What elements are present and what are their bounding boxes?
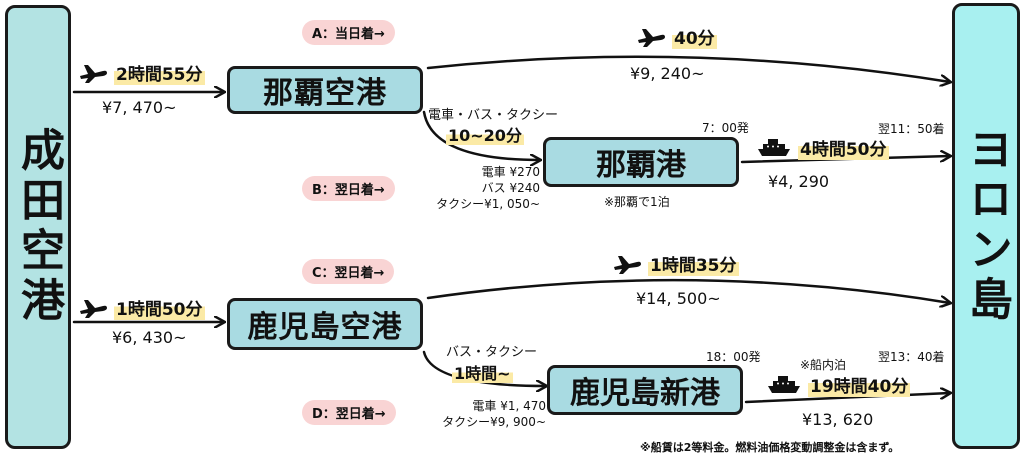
route-c-price: ¥14, 500~ — [636, 289, 721, 308]
naha-port-box: 那覇港 — [543, 137, 739, 187]
kagoshima-inbound-time: 1時間50分 — [114, 295, 205, 320]
route-b-label: B：翌日着→ — [302, 176, 395, 201]
naha-ferry-time: 4時間50分 — [798, 135, 889, 160]
naha-ferry-price: ¥4, 290 — [768, 172, 830, 191]
arrow-route-c — [426, 278, 950, 303]
naha-inbound-time: 2時間55分 — [114, 60, 205, 85]
naha-fares: 電車 ¥270 バス ¥240 タクシー¥1, 050~ — [420, 164, 540, 212]
kagoshima-fare-train: 電車 ¥1, 470 — [472, 399, 546, 413]
naha-depart-time: 7：00発 — [702, 121, 749, 135]
ferry-icon — [768, 375, 800, 393]
naha-inbound-duration: 2時間55分 — [78, 60, 205, 85]
kagoshima-ferry-time: 19時間40分 — [808, 372, 911, 397]
naha-fare-taxi: タクシー¥1, 050~ — [436, 197, 540, 211]
kagoshima-arrive-time: 翌13：40着 — [878, 350, 945, 364]
kagoshima-fare-taxi: タクシー¥9, 900~ — [442, 415, 546, 429]
kagoshima-inbound-duration: 1時間50分 — [78, 295, 205, 320]
kagoshima-inbound-price: ¥6, 430~ — [112, 328, 187, 347]
naha-transfer-modes: 電車・バス・タクシー — [428, 108, 559, 123]
route-c-flight-time: 1時間35分 — [648, 251, 739, 276]
naha-fare-bus: バス ¥240 — [481, 181, 540, 195]
route-a-label: A：当日着→ — [302, 20, 395, 45]
route-c-label: C：翌日着→ — [302, 259, 395, 284]
kagoshima-ferry-price: ¥13, 620 — [802, 410, 874, 429]
route-a-flight-time: 40分 — [672, 24, 717, 49]
kagoshima-port-box: 鹿児島新港 — [547, 365, 743, 415]
plane-icon — [638, 28, 665, 47]
naha-transfer-time: 10~20分 — [446, 122, 524, 146]
kagoshima-transfer-time: 1時間~ — [452, 360, 513, 384]
kagoshima-stay-note: ※船内泊 — [800, 358, 847, 372]
footnote: ※船賃は2等料金。燃料油価格変動調整金は含まず。 — [640, 441, 900, 454]
plane-icon — [614, 255, 641, 274]
arrow-route-a — [426, 55, 950, 82]
plane-icon — [80, 64, 107, 83]
origin-label: 成田空港 — [13, 127, 64, 327]
arrow-naha-transfer — [422, 110, 540, 160]
plane-icon — [80, 299, 107, 318]
destination-label: ヨロン島 — [961, 126, 1012, 326]
origin-narita-airport: 成田空港 — [5, 5, 71, 449]
kagoshima-depart-time: 18：00発 — [706, 350, 761, 364]
route-a-price: ¥9, 240~ — [630, 64, 705, 83]
route-d-label: D：翌日着→ — [302, 400, 396, 425]
naha-stay-note: ※那覇で1泊 — [604, 195, 670, 209]
ferry-icon — [758, 138, 790, 156]
arrow-kagoshima-ferry — [744, 393, 950, 404]
naha-fare-train: 電車 ¥270 — [481, 165, 540, 179]
naha-arrive-time: 翌11：50着 — [878, 122, 945, 136]
naha-ferry-duration: 4時間50分 — [756, 135, 889, 160]
naha-inbound-price: ¥7, 470~ — [102, 98, 177, 117]
naha-port-label: 那覇港 — [596, 148, 686, 183]
kagoshima-airport-label: 鹿児島空港 — [247, 310, 403, 345]
kagoshima-airport-box: 鹿児島空港 — [227, 298, 423, 350]
kagoshima-transfer-modes: バス・タクシー — [446, 345, 538, 360]
kagoshima-fares: 電車 ¥1, 470 タクシー¥9, 900~ — [420, 398, 546, 430]
route-c-duration: 1時間35分 — [612, 251, 739, 276]
kagoshima-port-label: 鹿児島新港 — [570, 376, 720, 411]
kagoshima-transfer-time-value: 1時間~ — [452, 364, 513, 383]
naha-airport-box: 那覇空港 — [227, 66, 423, 114]
naha-transfer-time-value: 10~20分 — [446, 126, 524, 145]
kagoshima-ferry-duration: 19時間40分 — [766, 372, 911, 397]
destination-yoron-island: ヨロン島 — [952, 3, 1020, 449]
route-a-duration: 40分 — [636, 24, 717, 49]
naha-airport-label: 那覇空港 — [263, 76, 387, 111]
